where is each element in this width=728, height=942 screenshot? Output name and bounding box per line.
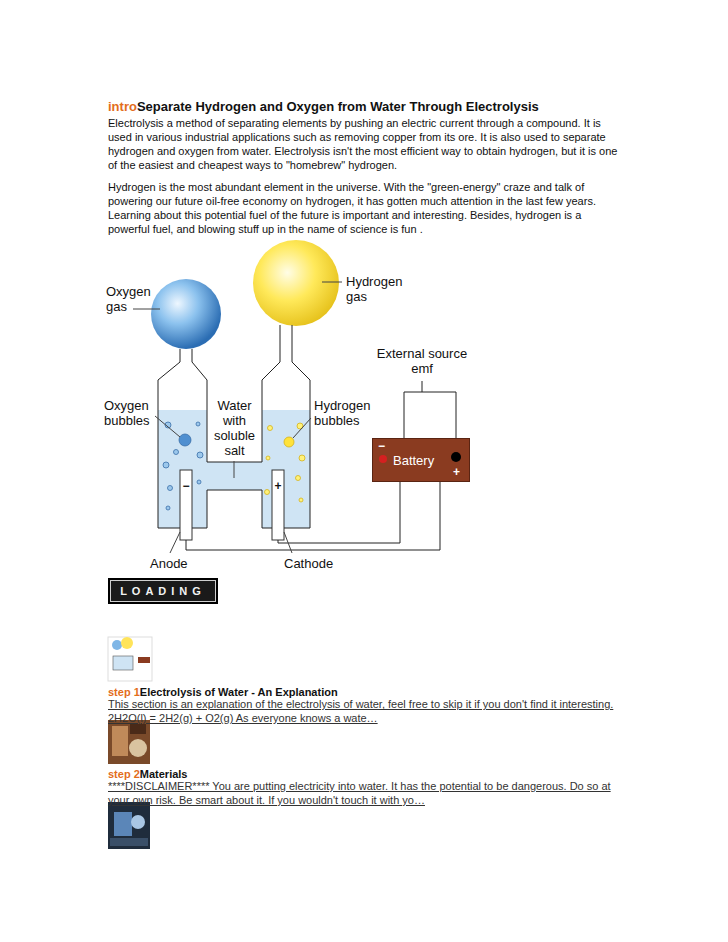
thumbnail-step3	[108, 802, 150, 849]
wire	[186, 482, 440, 550]
step-tag: step 1	[108, 686, 140, 698]
section-tag: intro	[108, 99, 137, 114]
step-title: Electrolysis of Water - An Explanation	[140, 686, 338, 698]
thumbnail-step2	[108, 720, 150, 764]
leader-line	[133, 309, 160, 310]
heading-row: step 2Materials	[108, 764, 188, 782]
part-label: Oxygen bubbles	[104, 398, 154, 428]
leader-lines	[133, 282, 342, 553]
leader-line	[284, 532, 292, 553]
part-label: Hydrogen gas	[346, 274, 412, 304]
polarity-sign: +	[272, 479, 284, 493]
step-summary: This section is an explanation of the el…	[108, 697, 623, 725]
step-title: Materials	[140, 768, 188, 780]
leader-line	[234, 461, 235, 478]
thumb-battery	[138, 657, 150, 663]
leader-line	[293, 418, 311, 438]
bubble	[166, 506, 170, 510]
bubble	[299, 498, 303, 502]
leader-line	[322, 282, 342, 283]
body-paragraph: Hydrogen is the most abundant element in…	[108, 180, 623, 236]
bubble	[296, 476, 301, 481]
polarity-sign: −	[376, 439, 387, 453]
loading-banner: LOADING	[108, 578, 218, 604]
thumb-photo-part	[114, 812, 132, 836]
leader-line	[170, 532, 180, 553]
oxygen-sphere	[151, 279, 221, 349]
hydrogen-sphere	[253, 240, 339, 326]
step-summary: ****DISCLAIMER**** You are putting elect…	[108, 779, 623, 807]
terminal-dot	[451, 452, 461, 462]
thumbnail-step1	[108, 637, 152, 681]
emf-bracket	[404, 381, 456, 438]
bubble	[163, 462, 169, 468]
thumb-frame	[108, 637, 152, 681]
part-label: Cathode	[284, 556, 354, 571]
bubble	[266, 456, 270, 460]
polarity-sign: +	[451, 465, 462, 479]
box-text: Battery	[393, 453, 434, 468]
thumb-photo	[108, 720, 150, 764]
wire	[278, 482, 400, 543]
bubble	[197, 480, 201, 484]
bubble	[168, 486, 173, 491]
step-tag: step 2	[108, 768, 140, 780]
bubble	[268, 426, 273, 431]
part-label: Oxygen gas	[106, 284, 158, 314]
vessel-inner	[192, 325, 280, 462]
bubble	[284, 437, 294, 447]
polarity-sign: −	[180, 479, 192, 493]
bubble	[265, 490, 270, 495]
heading-row: step 1Electrolysis of Water - An Explana…	[108, 682, 338, 700]
thumb-photo-part	[131, 815, 145, 829]
bubble	[197, 452, 203, 458]
thumb-sphere	[121, 637, 133, 649]
terminal-dot	[379, 455, 387, 463]
bubble	[299, 455, 305, 461]
part-label: Anode	[150, 556, 210, 571]
part-label: External source emf	[372, 346, 472, 376]
cathode-electrode	[272, 470, 284, 540]
heading-row: introSeparate Hydrogen and Oxygen from W…	[108, 97, 539, 115]
leader-line	[155, 416, 180, 437]
water-right	[262, 410, 310, 528]
anode-electrode	[180, 470, 192, 540]
page-title: Separate Hydrogen and Oxygen from Water …	[137, 99, 539, 114]
thumb-photo-part	[110, 838, 148, 846]
water-bridge	[207, 462, 262, 490]
part-label: Water with soluble salt	[209, 398, 260, 458]
thumb-photo	[108, 802, 150, 849]
thumb-photo-part	[112, 726, 128, 756]
bubble	[179, 434, 191, 446]
bubble	[174, 450, 179, 455]
thumb-vessel	[113, 656, 133, 670]
wires	[186, 381, 456, 550]
bubble	[196, 422, 200, 426]
thumb-photo-part	[130, 724, 146, 734]
box-text: LOADING	[120, 585, 206, 597]
part-label: Hydrogen bubbles	[314, 398, 380, 428]
thumb-photo-part	[129, 739, 147, 757]
hydrogen-bubbles	[265, 423, 306, 502]
thumb-sphere	[112, 640, 122, 650]
body-paragraph: Electrolysis a method of separating elem…	[108, 116, 623, 172]
